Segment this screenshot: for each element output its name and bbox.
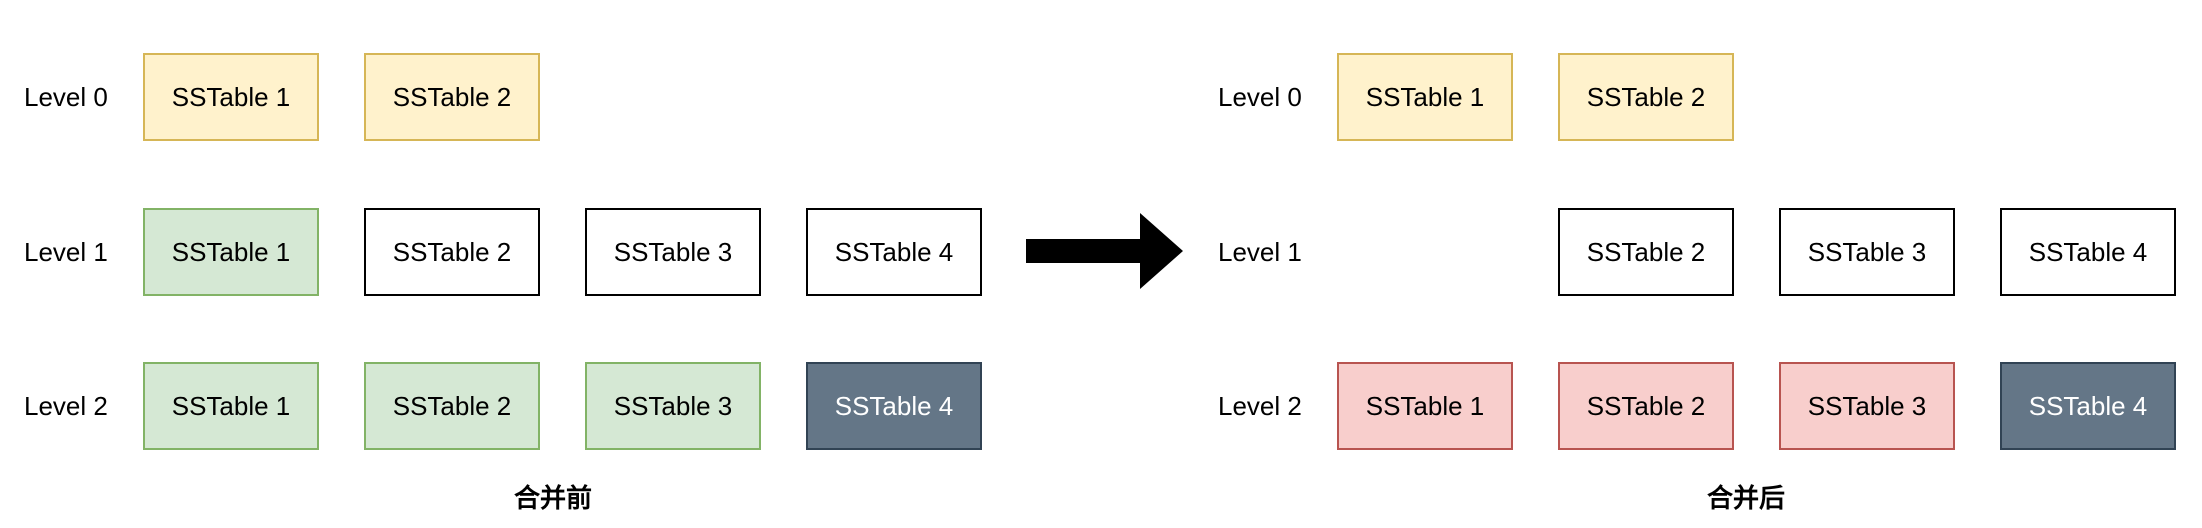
sstable-box: SSTable 2 — [364, 53, 540, 141]
sstable-box: SSTable 3 — [1779, 208, 1955, 296]
sstable-box: SSTable 2 — [364, 362, 540, 450]
right-arrow-icon — [1026, 213, 1183, 289]
level-label: Level 2 — [24, 391, 108, 421]
sstable-box: SSTable 4 — [2000, 362, 2176, 450]
sstable-box: SSTable 4 — [2000, 208, 2176, 296]
level-label: Level 1 — [24, 237, 108, 267]
sstable-box: SSTable 1 — [143, 53, 319, 141]
sstable-box: SSTable 2 — [1558, 53, 1734, 141]
sstable-box: SSTable 4 — [806, 362, 982, 450]
before-caption: 合并前 — [513, 484, 593, 514]
sstable-box: SSTable 4 — [806, 208, 982, 296]
level-label: Level 1 — [1218, 237, 1302, 267]
sstable-box: SSTable 1 — [1337, 362, 1513, 450]
sstable-box: SSTable 3 — [1779, 362, 1955, 450]
sstable-box: SSTable 3 — [585, 208, 761, 296]
level-label: Level 0 — [24, 82, 108, 112]
sstable-box: SSTable 1 — [143, 362, 319, 450]
sstable-box: SSTable 2 — [1558, 362, 1734, 450]
after-caption: 合并后 — [1706, 484, 1786, 514]
sstable-box: SSTable 3 — [585, 362, 761, 450]
arrow-shape — [1026, 213, 1183, 289]
sstable-box: SSTable 1 — [143, 208, 319, 296]
level-label: Level 2 — [1218, 391, 1302, 421]
sstable-box: SSTable 2 — [364, 208, 540, 296]
sstable-box: SSTable 1 — [1337, 53, 1513, 141]
level-label: Level 0 — [1218, 82, 1302, 112]
sstable-box: SSTable 2 — [1558, 208, 1734, 296]
